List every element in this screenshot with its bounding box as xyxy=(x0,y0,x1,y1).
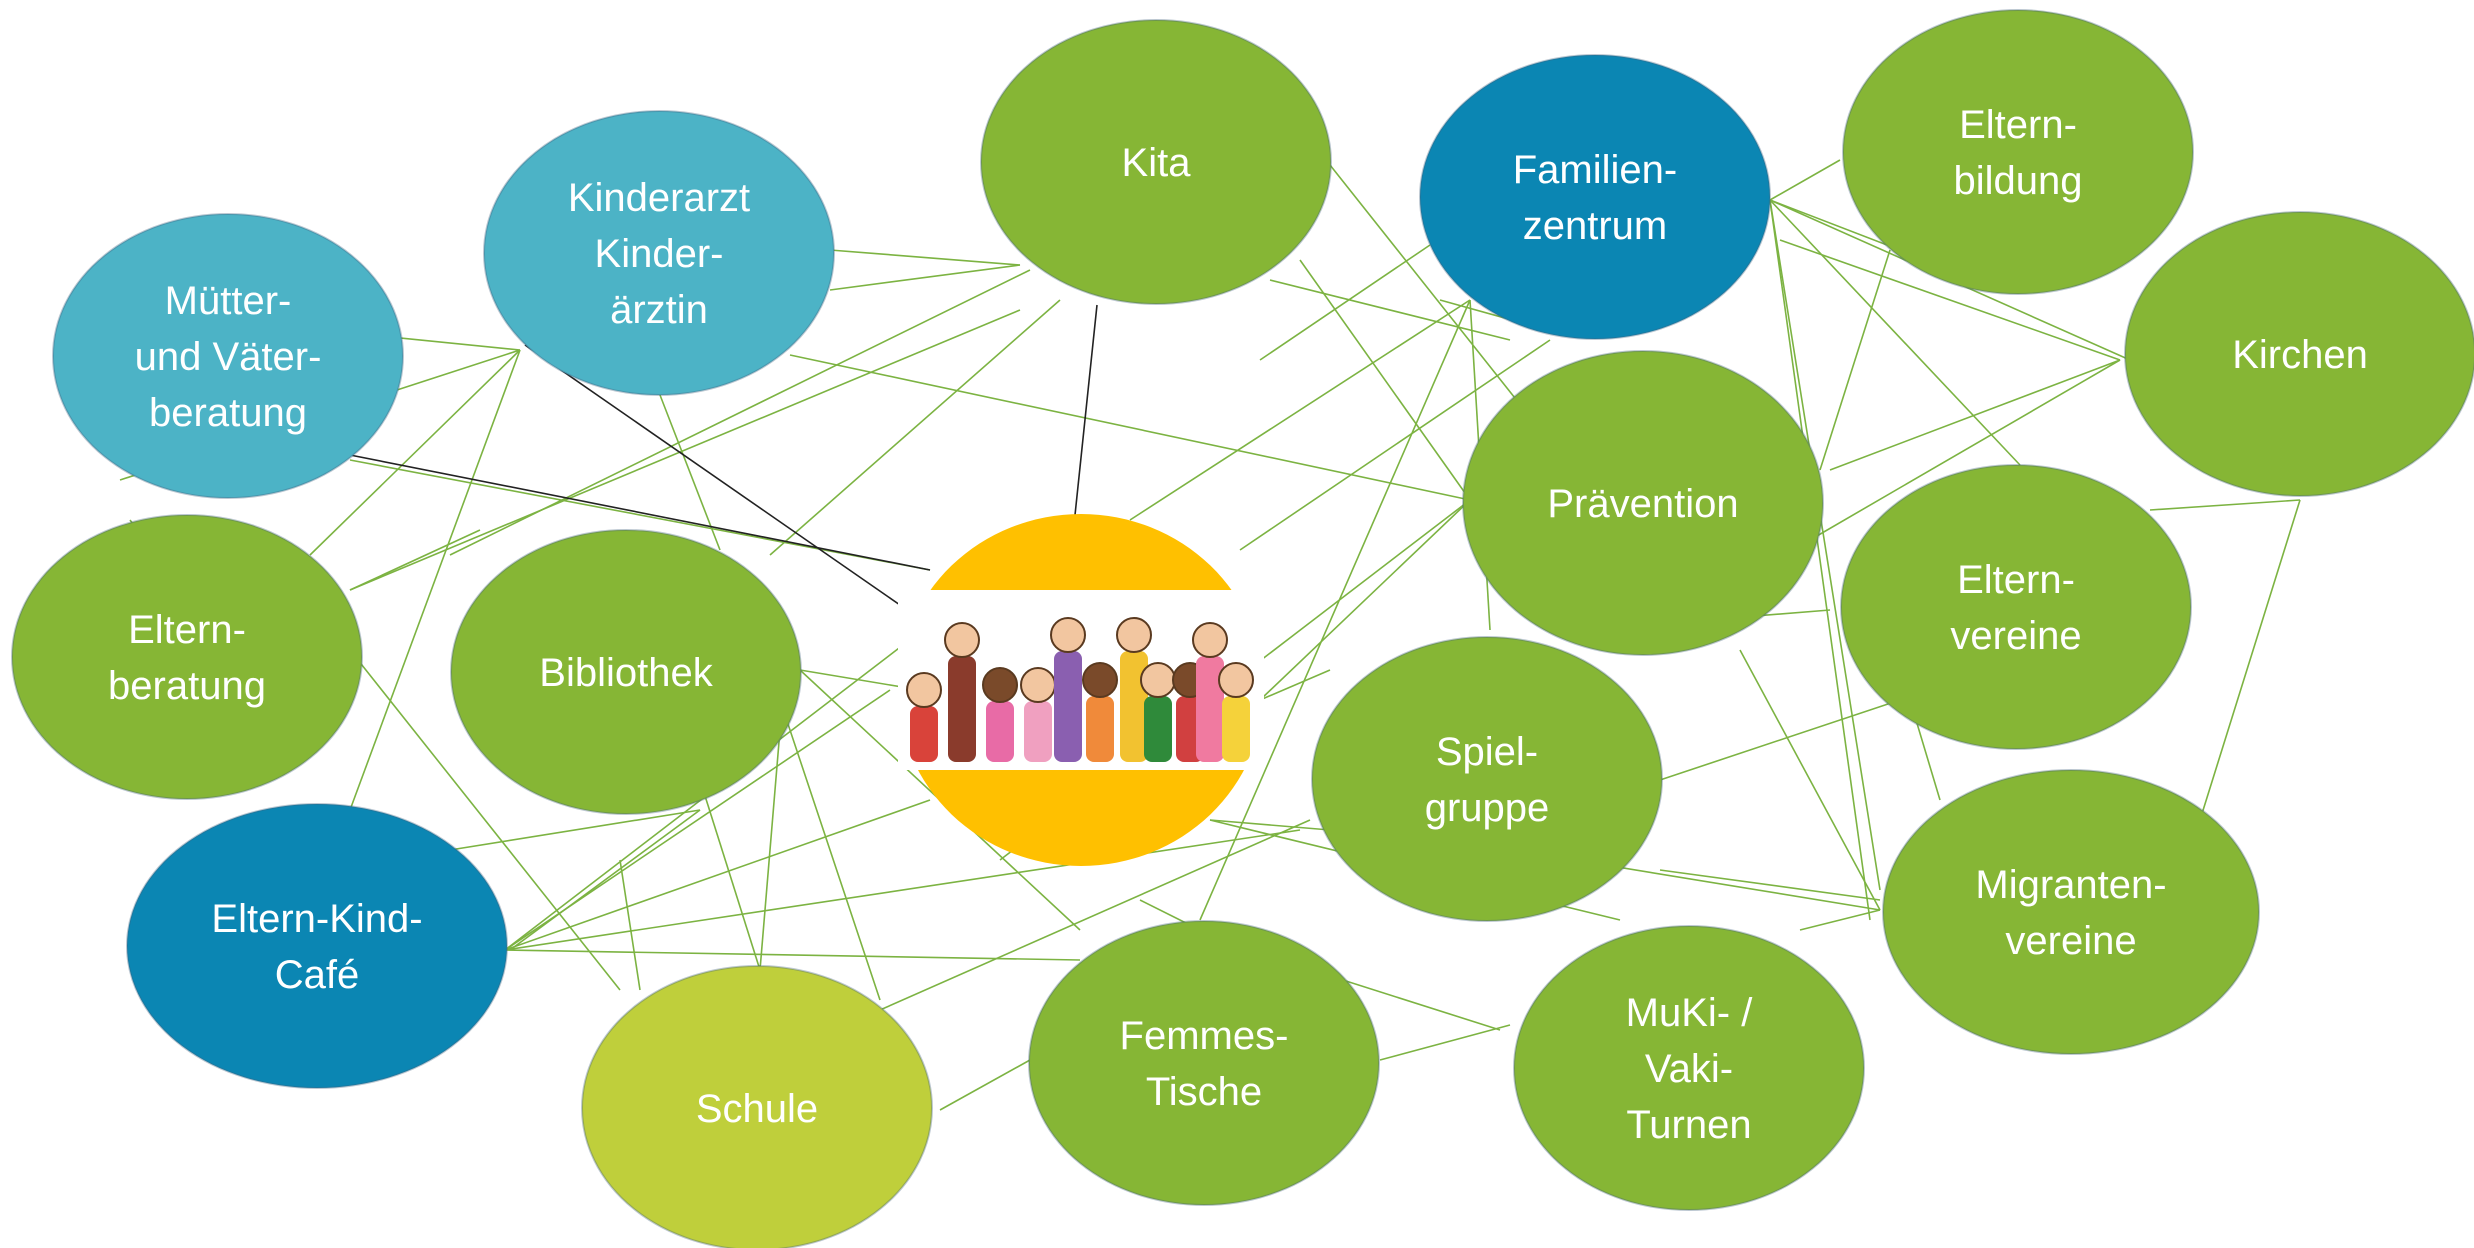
center-connection-lines xyxy=(349,304,1098,606)
node-label: Eltern- xyxy=(128,608,246,652)
child-head xyxy=(982,667,1018,703)
node-label: gruppe xyxy=(1425,786,1550,830)
node-label: Femmes- xyxy=(1120,1014,1289,1058)
node-ellipse xyxy=(1513,925,1865,1211)
node-label: Eltern-Kind- xyxy=(211,897,422,941)
node-label: Vaki- xyxy=(1645,1047,1733,1091)
node-ellipse xyxy=(1028,920,1380,1206)
node-ellipse xyxy=(450,529,802,815)
node-label: Schule xyxy=(696,1087,818,1131)
node-ellipse xyxy=(1842,9,2194,295)
node-praevention: Prävention xyxy=(1462,350,1824,656)
node-migrantenvereine: Migranten-vereine xyxy=(1882,769,2260,1055)
node-label: ärztin xyxy=(610,288,708,332)
child-head xyxy=(1192,622,1228,658)
node-muetterberatung: Mütter-und Väter-beratung xyxy=(52,213,404,499)
node-elternvereine: Eltern-vereine xyxy=(1840,464,2192,750)
child-figure xyxy=(948,656,976,762)
children-icon xyxy=(906,617,1254,762)
child-head xyxy=(1082,662,1118,698)
node-label: Mütter- xyxy=(165,279,292,323)
connection-lines xyxy=(119,159,2301,1111)
node-label: vereine xyxy=(2005,919,2136,963)
node-ellipse xyxy=(1419,54,1771,340)
node-label: Prävention xyxy=(1547,482,1738,526)
child-figure xyxy=(986,701,1014,762)
child-figure xyxy=(1222,696,1250,762)
node-label: Migranten- xyxy=(1975,863,2166,907)
node-kirchen: Kirchen xyxy=(2124,211,2474,497)
child-head xyxy=(1218,662,1254,698)
node-label: Eltern- xyxy=(1957,558,2075,602)
node-ellipse xyxy=(11,514,363,800)
node-label: Turnen xyxy=(1626,1103,1751,1147)
node-ellipse xyxy=(581,965,933,1248)
node-label: Eltern- xyxy=(1959,103,2077,147)
child-head xyxy=(1116,617,1152,653)
node-label: beratung xyxy=(149,391,307,435)
node-label: Kinderarzt xyxy=(568,176,750,220)
node-label: Tische xyxy=(1146,1070,1262,1114)
node-ellipse xyxy=(2124,211,2474,497)
node-ellipse xyxy=(1840,464,2192,750)
node-elternkindcafe: Eltern-Kind- Café xyxy=(126,803,508,1089)
node-label: vereine xyxy=(1950,614,2081,658)
node-schule: Schule xyxy=(581,965,933,1248)
child-figure xyxy=(1086,696,1114,762)
center-children-image xyxy=(898,514,1264,866)
node-label: zentrum xyxy=(1523,204,1668,248)
node-ellipse xyxy=(126,803,508,1089)
child-figure xyxy=(1120,651,1148,762)
node-familienzentrum: Familien-zentrum xyxy=(1419,54,1771,340)
child-figure xyxy=(910,706,938,762)
node-mukivaki: MuKi- / Vaki- Turnen xyxy=(1513,925,1865,1211)
child-head xyxy=(906,672,942,708)
child-figure xyxy=(1196,656,1224,762)
child-head xyxy=(1020,667,1056,703)
child-figure xyxy=(1024,701,1052,762)
node-label: Familien- xyxy=(1513,148,1677,192)
node-label: Kirchen xyxy=(2232,333,2368,377)
node-label: Bibliothek xyxy=(539,651,713,695)
node-ellipse xyxy=(980,19,1332,305)
node-ellipse xyxy=(1311,636,1663,922)
child-figure xyxy=(1144,696,1172,762)
node-femmestische: Femmes- Tische xyxy=(1028,920,1380,1206)
node-elternbildung: Eltern-bildung xyxy=(1842,9,2194,295)
node-ellipse xyxy=(483,110,835,396)
node-label: und Väter- xyxy=(135,335,322,379)
node-kita: Kita xyxy=(980,19,1332,305)
child-figure xyxy=(1054,651,1082,762)
node-ellipse xyxy=(52,213,404,499)
node-label: beratung xyxy=(108,664,266,708)
child-head xyxy=(1140,662,1176,698)
child-head xyxy=(1050,617,1086,653)
node-label: MuKi- / xyxy=(1626,991,1754,1035)
node-label: Café xyxy=(275,953,360,997)
node-label: Kita xyxy=(1122,141,1192,185)
node-ellipse xyxy=(1462,350,1824,656)
node-bibliothek: Bibliothek xyxy=(450,529,802,815)
node-label: Kinder- xyxy=(595,232,724,276)
node-elternberatung: Eltern-beratung xyxy=(11,514,363,800)
node-spielgruppe: Spiel-gruppe xyxy=(1311,636,1663,922)
node-label: bildung xyxy=(1953,159,2082,203)
node-label: Spiel- xyxy=(1436,730,1538,774)
node-ellipse xyxy=(1882,769,2260,1055)
child-head xyxy=(944,622,980,658)
